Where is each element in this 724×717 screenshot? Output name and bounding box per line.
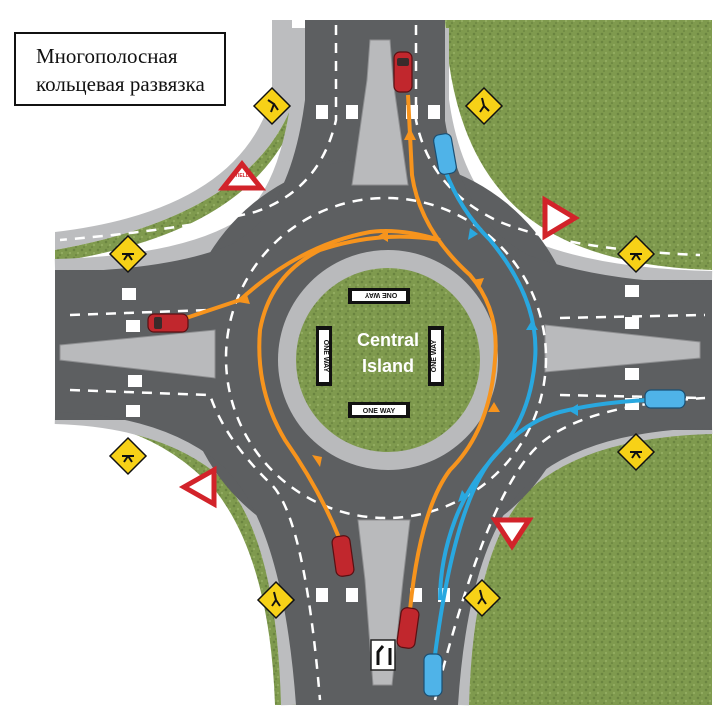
orange-vehicle-paths bbox=[179, 94, 498, 611]
blue-arrowheads bbox=[458, 228, 578, 502]
car-icon bbox=[644, 389, 686, 409]
car-icon bbox=[147, 313, 189, 333]
pedestrian-crossing-sign-icon bbox=[108, 234, 148, 274]
title-line-2: кольцевая развязка bbox=[36, 72, 205, 96]
one-way-sign-icon: ONE WAY bbox=[316, 326, 332, 386]
one-way-label-right: ONE WAY bbox=[431, 339, 438, 372]
yield-sign-icon bbox=[542, 195, 580, 241]
pedestrian-crossing-sign-icon bbox=[256, 580, 296, 620]
car-icon bbox=[396, 607, 420, 649]
diagram-title: Многополосная кольцевая развязка bbox=[14, 32, 226, 106]
one-way-label-top: ONE WAY bbox=[364, 291, 397, 298]
pedestrian-crossing-sign-icon bbox=[108, 436, 148, 476]
car-icon bbox=[433, 133, 457, 175]
yield-label: YIELD bbox=[235, 173, 250, 179]
blue-vehicle-paths bbox=[433, 169, 651, 656]
one-way-label-left: ONE WAY bbox=[322, 340, 329, 373]
orange-arrowheads bbox=[238, 128, 500, 467]
crosswalks bbox=[122, 105, 639, 602]
car-icon bbox=[393, 51, 413, 93]
car-icon bbox=[423, 653, 443, 697]
road-corners bbox=[55, 100, 712, 705]
one-way-sign-icon: ONE WAY bbox=[348, 288, 410, 304]
lane-arrow-icon bbox=[370, 639, 396, 671]
one-way-sign-icon: ONE WAY bbox=[428, 326, 444, 386]
pedestrian-crossing-sign-icon bbox=[616, 432, 656, 472]
pedestrian-crossing-sign-icon bbox=[462, 578, 502, 618]
central-island-label-line2: Island bbox=[362, 356, 414, 376]
yield-sign-icon: YIELD bbox=[217, 159, 267, 191]
title-line-1: Многополосная bbox=[36, 44, 178, 68]
central-island: Central Island bbox=[278, 250, 498, 470]
one-way-sign-icon: ONE WAY bbox=[348, 402, 410, 418]
yield-sign-icon bbox=[490, 517, 534, 551]
central-island-label-line1: Central bbox=[357, 330, 419, 350]
car-icon bbox=[331, 535, 355, 577]
pedestrian-crossing-sign-icon bbox=[616, 234, 656, 274]
pedestrian-crossing-sign-icon bbox=[464, 86, 504, 126]
yield-sign-icon bbox=[178, 465, 217, 509]
one-way-label-bottom: ONE WAY bbox=[363, 408, 396, 415]
pedestrian-crossing-sign-icon bbox=[252, 86, 292, 126]
